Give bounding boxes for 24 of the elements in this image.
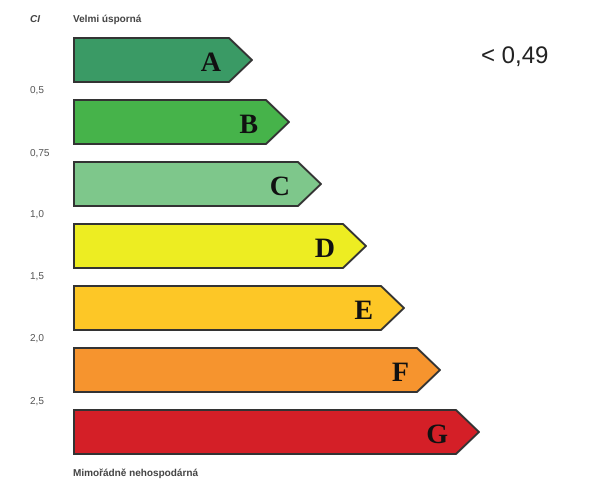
rating-band [73,37,253,83]
rating-letter: B [239,111,258,139]
value-text: < 0,49 [481,42,548,70]
rating-band [73,161,322,207]
scale-value: 1,5 [30,271,44,282]
scale-value: 0,5 [30,85,44,96]
scale-value: 1,0 [30,209,44,220]
top-caption: Velmi úsporná [73,14,142,25]
rating-letter: G [426,421,448,449]
rating-letter: A [200,49,221,77]
rating-letter: F [392,359,409,387]
rating-band [73,347,441,393]
axis-title: CI [30,14,40,25]
rating-band [73,409,480,455]
scale-value: 2,0 [30,333,44,344]
rating-letter: D [314,235,335,263]
rating-band [73,99,290,145]
rating-band [73,285,405,331]
rating-letter: E [354,297,373,325]
scale-value: 0,75 [30,148,50,159]
rating-letter: C [270,173,290,201]
bottom-caption: Mimořádně nehospodárná [73,468,198,479]
rating-band [73,223,367,269]
scale-value: 2,5 [30,396,44,407]
